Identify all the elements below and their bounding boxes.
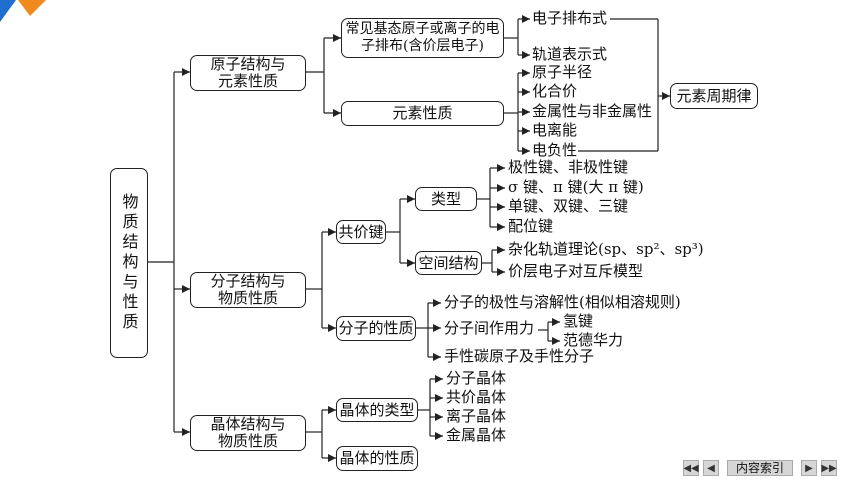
- valence: 化合价: [532, 82, 578, 100]
- van-der-waals: 范德华力: [563, 331, 624, 349]
- sigma-pi-bond: σ 键、π 键(大 π 键): [508, 178, 644, 196]
- crystal-properties-node: 晶体的性质: [336, 446, 418, 471]
- polar-bond: 极性键、非极性键: [508, 158, 629, 176]
- corner-logo: [0, 0, 46, 22]
- spatial-structure-node: 空间结构: [415, 251, 482, 275]
- element-properties-node: 元素性质: [341, 101, 504, 126]
- intermolecular-forces: 分子间作用力: [444, 319, 535, 337]
- first-page-icon[interactable]: ◀◀: [683, 460, 699, 476]
- next-page-icon[interactable]: ▶: [801, 460, 818, 476]
- molecular-properties-node: 分子的性质: [336, 316, 416, 341]
- molecular-crystal: 分子晶体: [446, 369, 507, 387]
- content-index-button[interactable]: 内容索引: [727, 460, 794, 476]
- branch-atomic-structure: 原子结构与 元素性质: [190, 55, 306, 91]
- polarity-solubility: 分子的极性与溶解性(相似相溶规则): [444, 293, 681, 311]
- slide-nav: ◀◀ ◀ 内容索引 ▶ ▶▶: [683, 459, 838, 477]
- crystal-types-node: 晶体的类型: [336, 398, 418, 422]
- prev-page-icon[interactable]: ◀: [703, 460, 719, 476]
- covalent-bond-node: 共价键: [336, 220, 386, 244]
- covalent-crystal: 共价晶体: [446, 388, 507, 406]
- branch-molecular-structure: 分子结构与 物质性质: [190, 272, 306, 308]
- metallic-crystal: 金属晶体: [446, 426, 507, 444]
- electron-config-node: 常见基态原子或离子的电 子排布(含价层电子): [341, 18, 504, 58]
- ionization-energy: 电离能: [532, 121, 578, 139]
- electronegativity: 电负性: [532, 141, 578, 159]
- chirality: 手性碳原子及手性分子: [444, 347, 595, 365]
- hybrid-orbital-theory: 杂化轨道理论(sp、sp²、sp³): [508, 240, 704, 258]
- hydrogen-bond: 氢键: [563, 312, 594, 330]
- periodic-law-node: 元素周期律: [670, 83, 758, 109]
- atomic-radius: 原子半径: [532, 63, 593, 81]
- root-node: 物质结构与性质: [110, 168, 148, 358]
- ionic-crystal: 离子晶体: [446, 407, 507, 425]
- coordinate-bond: 配位键: [508, 217, 554, 235]
- branch-crystal-structure: 晶体结构与 物质性质: [190, 415, 306, 451]
- electron-config-formula: 电子排布式: [532, 9, 608, 27]
- vsepr-model: 价层电子对互斥模型: [508, 262, 644, 280]
- bond-order: 单键、双键、三键: [508, 197, 629, 215]
- last-page-icon[interactable]: ▶▶: [821, 460, 838, 476]
- orbital-diagram: 轨道表示式: [532, 45, 608, 63]
- metallicity: 金属性与非金属性: [532, 102, 653, 120]
- bond-types-node: 类型: [415, 187, 477, 211]
